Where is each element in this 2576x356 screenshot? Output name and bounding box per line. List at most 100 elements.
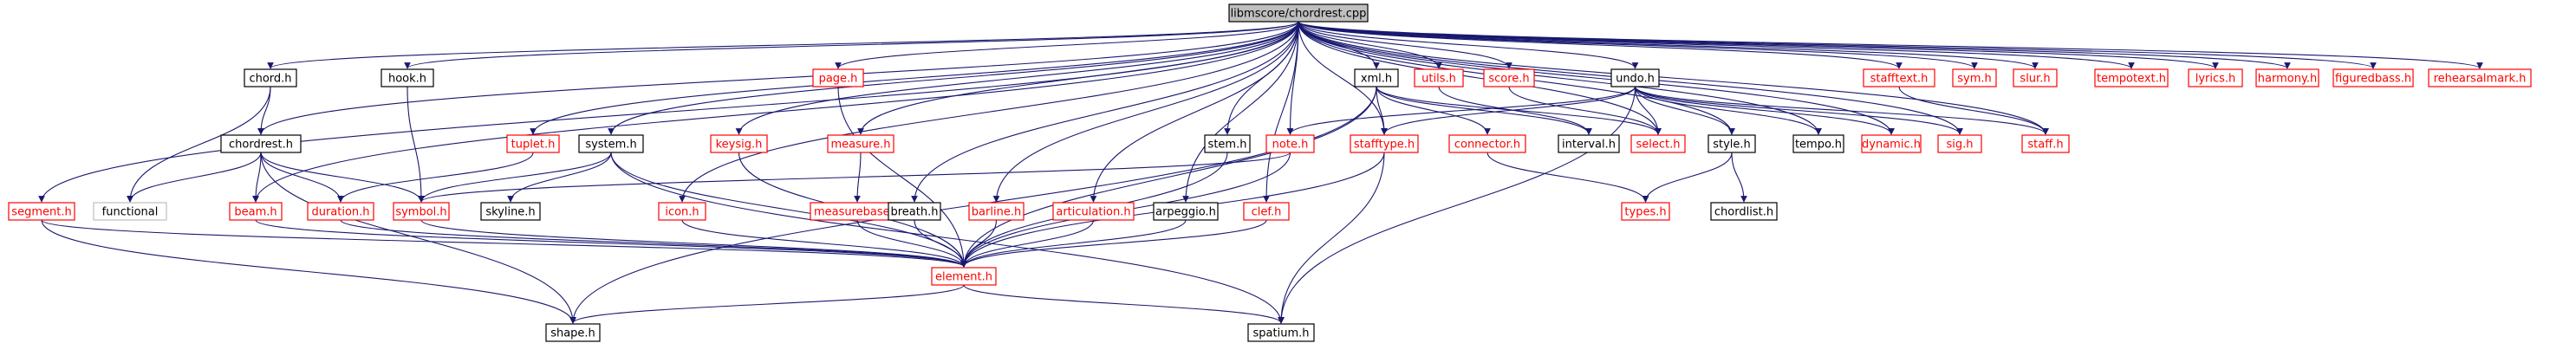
node-symbol-h[interactable]: symbol.h xyxy=(393,202,450,221)
node-lyrics-h[interactable]: lyrics.h xyxy=(2188,68,2243,87)
node-chord-h[interactable]: chord.h xyxy=(244,68,297,87)
node-rehearsalmark-h[interactable]: rehearsalmark.h xyxy=(2428,68,2532,87)
node-measure-h[interactable]: measure.h xyxy=(827,134,894,153)
node-utils-h[interactable]: utils.h xyxy=(1414,68,1464,87)
node-box xyxy=(931,267,997,286)
node-box xyxy=(1708,134,1756,153)
node-box xyxy=(1621,202,1670,221)
edge-root-to-staff_h xyxy=(1298,21,2049,135)
node-box xyxy=(220,134,302,153)
node-duration-h[interactable]: duration.h xyxy=(307,202,374,221)
edge-undo_h-to-tempo_h xyxy=(1634,86,1822,135)
node-barline-h[interactable]: barline.h xyxy=(968,202,1025,221)
node-undo-h[interactable]: undo.h xyxy=(1610,68,1660,87)
node-sig-h[interactable]: sig.h xyxy=(1937,134,1982,153)
node-system-h[interactable]: system.h xyxy=(578,134,644,153)
node-box xyxy=(1265,134,1315,153)
node-tuplet-h[interactable]: tuplet.h xyxy=(506,134,560,153)
node-slur-h[interactable]: slur.h xyxy=(2013,68,2058,87)
node-tempo-h[interactable]: tempo.h xyxy=(1792,134,1844,153)
node-box xyxy=(1558,134,1620,153)
edge-tuplet_h-to-duration_h xyxy=(337,152,534,203)
file-nodes: libmscore/chordrest.cpp chord.h hook.h page… xyxy=(8,3,2532,342)
node-breath-h[interactable]: breath.h xyxy=(888,202,941,221)
node-box xyxy=(1792,134,1844,153)
edge-undo_h-to-style_h xyxy=(1634,86,1735,135)
node-measurebase-h[interactable]: measurebase.h xyxy=(810,202,905,221)
node-stafftext-h[interactable]: stafftext.h xyxy=(1863,68,1935,87)
node-stem-h[interactable]: stem.h xyxy=(1204,134,1251,153)
node-box xyxy=(1052,202,1135,221)
node-note-h[interactable]: note.h xyxy=(1265,134,1315,153)
node-hook-h[interactable]: hook.h xyxy=(381,68,434,87)
node-root[interactable]: libmscore/chordrest.cpp xyxy=(1228,3,1369,23)
node-label: types.h xyxy=(1624,206,1666,219)
node-articulation-h[interactable]: articulation.h xyxy=(1052,202,1135,221)
edge-root-to-tuplet_h xyxy=(530,21,1299,135)
edge-duration_h-to-element_h xyxy=(340,219,967,268)
node-label: chordlist.h xyxy=(1714,206,1773,219)
node-staff-h[interactable]: staff.h xyxy=(2021,134,2070,153)
node-connector-h[interactable]: connector.h xyxy=(1448,134,1526,153)
node-figuredbass-h[interactable]: figuredbass.h xyxy=(2332,68,2414,87)
node-label: functional xyxy=(102,206,159,219)
node-types-h[interactable]: types.h xyxy=(1621,202,1670,221)
node-label: stafftype.h xyxy=(1354,139,1415,152)
node-stafftype-h[interactable]: stafftype.h xyxy=(1350,134,1419,153)
edge-undo_h-to-dynamic_h xyxy=(1634,86,1895,135)
node-score-h[interactable]: score.h xyxy=(1483,68,1535,87)
node-dynamic-h[interactable]: dynamic.h xyxy=(1861,134,1922,153)
node-harmony-h[interactable]: harmony.h xyxy=(2255,68,2319,87)
node-label: utils.h xyxy=(1421,73,1456,86)
node-tempotext-h[interactable]: tempotext.h xyxy=(2094,68,2169,87)
node-beam-h[interactable]: beam.h xyxy=(229,202,283,221)
edge-articulation_h-to-element_h xyxy=(960,219,1095,268)
node-style-h[interactable]: style.h xyxy=(1708,134,1756,153)
node-box xyxy=(381,68,434,87)
node-chordlist-h[interactable]: chordlist.h xyxy=(1710,202,1778,221)
node-label: breath.h xyxy=(891,206,939,219)
node-select-h[interactable]: select.h xyxy=(1630,134,1686,153)
node-xml-h[interactable]: xml.h xyxy=(1354,68,1399,87)
edge-root-to-figuredbass_h xyxy=(1298,21,2377,69)
node-sym-h[interactable]: sym.h xyxy=(1952,68,1997,87)
node-clef-h[interactable]: clef.h xyxy=(1243,202,1290,221)
node-label: interval.h xyxy=(1562,139,1616,152)
node-interval-h[interactable]: interval.h xyxy=(1558,134,1620,153)
edge-root-to-hook_h xyxy=(404,21,1299,69)
node-skyline-h[interactable]: skyline.h xyxy=(480,202,541,221)
node-spatium-h[interactable]: spatium.h xyxy=(1247,323,1315,342)
node-box xyxy=(1861,134,1922,153)
node-segment-h[interactable]: segment.h xyxy=(8,202,75,221)
node-label: skyline.h xyxy=(485,206,535,219)
edge-root-to-icon_h xyxy=(679,21,1299,203)
edge-xml_h-to-connector_h xyxy=(1376,86,1491,135)
node-label: tempotext.h xyxy=(2097,73,2166,86)
node-label: stem.h xyxy=(1208,139,1247,152)
node-box xyxy=(1414,68,1464,87)
node-label: xml.h xyxy=(1361,73,1392,86)
node-box xyxy=(658,202,706,221)
edge-system_h-to-spatium_h xyxy=(610,152,1285,324)
edge-root-to-beam_h xyxy=(252,21,1299,203)
node-chordrest-h[interactable]: chordrest.h xyxy=(220,134,302,153)
edge-connector_h-to-types_h xyxy=(1486,152,1649,203)
node-page-h[interactable]: page.h xyxy=(812,68,864,87)
node-arpeggio-h[interactable]: arpeggio.h xyxy=(1153,202,1219,221)
node-keysig-h[interactable]: keysig.h xyxy=(710,134,768,153)
node-label: beam.h xyxy=(234,206,276,219)
node-label: libmscore/chordrest.cpp xyxy=(1231,8,1367,21)
edge-root-to-chordrest_h xyxy=(257,21,1299,135)
node-icon-h[interactable]: icon.h xyxy=(658,202,706,221)
node-label: lyrics.h xyxy=(2195,73,2236,86)
node-shape-h[interactable]: shape.h xyxy=(545,323,601,342)
node-element-h[interactable]: element.h xyxy=(931,267,997,286)
node-label: sig.h xyxy=(1946,139,1973,152)
node-box xyxy=(1228,3,1369,23)
edge-xml_h-to-element_h xyxy=(960,86,1377,268)
edge-page_h-to-element_h xyxy=(837,86,967,268)
node-label: measurebase.h xyxy=(814,206,901,219)
node-box xyxy=(506,134,560,153)
dependency-edges xyxy=(38,21,2483,324)
edge-element_h-to-spatium_h xyxy=(963,284,1285,324)
